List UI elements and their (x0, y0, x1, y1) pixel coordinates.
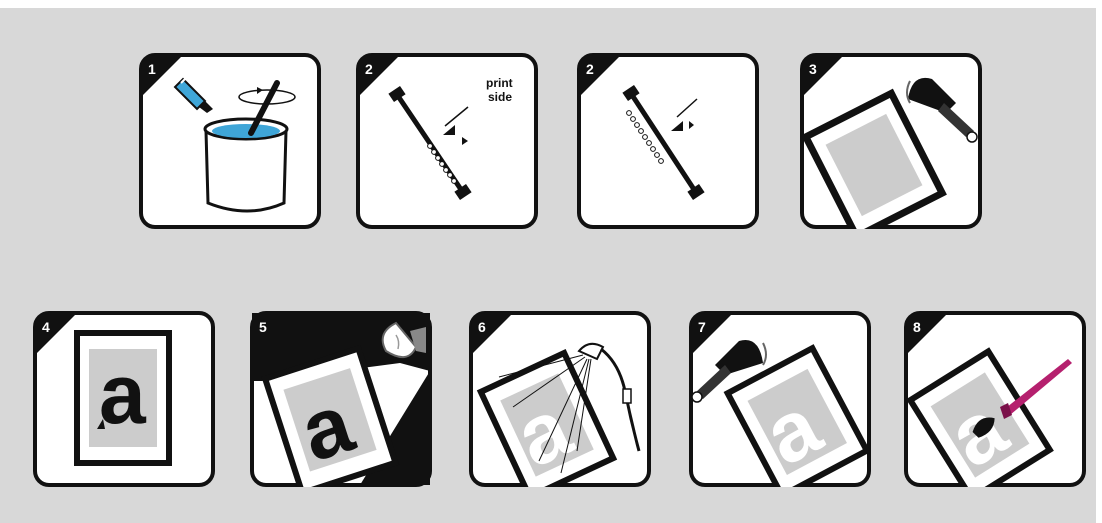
step-panel-7: 7 a (689, 311, 871, 487)
step-panel-4: 4 a (33, 311, 215, 487)
step-panel-5: 5 a (250, 311, 432, 487)
top-strip (0, 0, 1102, 8)
step-number: 1 (148, 61, 156, 77)
print-side-label-line1: print (486, 76, 513, 90)
step-number: 5 (259, 319, 267, 335)
step-panel-6: 6 a (469, 311, 651, 487)
step-number: 2 (365, 61, 373, 77)
step-panel-8: 8 a (904, 311, 1086, 487)
step-number: 7 (698, 319, 706, 335)
right-strip (1096, 0, 1102, 523)
print-side-label-line2: side (488, 90, 512, 104)
paint-can-icon (205, 119, 287, 211)
step-number: 3 (809, 61, 817, 77)
step-number: 6 (478, 319, 486, 335)
film-glyph: a (99, 347, 147, 441)
step-panel-2-print-side: 2 print side (356, 53, 538, 229)
step-panel-3: 3 (800, 53, 982, 229)
step-number: 4 (42, 319, 50, 335)
step-panel-2-coating: 2 (577, 53, 759, 229)
step-number: 2 (586, 61, 594, 77)
step-number: 8 (913, 319, 921, 335)
step-panel-1: 1 (139, 53, 321, 229)
film-positive-icon: a (97, 347, 147, 441)
